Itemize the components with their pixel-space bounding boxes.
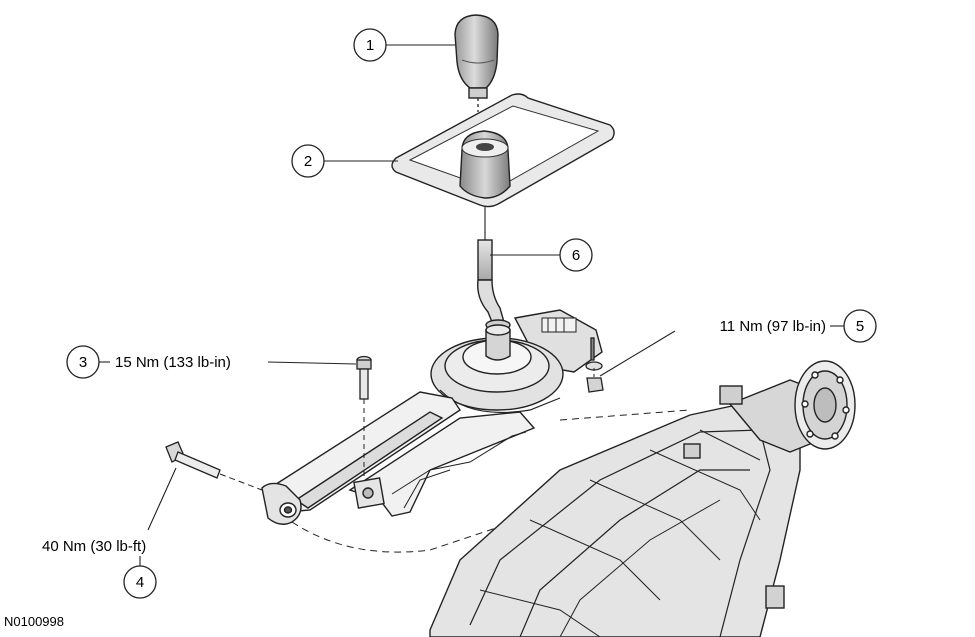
- callout-5: 11 Nm (97 lb-in) 5: [599, 309, 877, 377]
- shift-lever: [477, 239, 511, 331]
- callout-3-number: 3: [79, 354, 87, 371]
- transmission: [429, 360, 856, 637]
- callout-4-torque: 40 Nm (30 lb-ft): [42, 538, 146, 555]
- shift-knob: [454, 14, 499, 112]
- callout-3-torque: 15 Nm (133 lb-in): [115, 354, 231, 371]
- callout-2-number: 2: [304, 153, 312, 170]
- bolt-item-3: [356, 355, 372, 480]
- alignment-line: [291, 409, 691, 553]
- bolt-item-4: [165, 441, 263, 491]
- nut-item-5: [585, 337, 604, 393]
- shifter-base: [430, 309, 603, 414]
- callout-6-number: 6: [572, 247, 580, 264]
- callout-6: 6: [490, 238, 593, 272]
- callout-4: 40 Nm (30 lb-ft) 4: [42, 467, 177, 599]
- callout-1: 1: [353, 28, 455, 62]
- shift-boot-and-bezel: [391, 93, 615, 240]
- figure-id: N0100998: [4, 614, 64, 629]
- callout-5-torque: 11 Nm (97 lb-in): [720, 318, 826, 335]
- callout-5-number: 5: [856, 318, 864, 335]
- callout-4-number: 4: [136, 574, 144, 591]
- callout-1-number: 1: [366, 37, 374, 54]
- callout-2: 2: [291, 144, 398, 178]
- callout-3: 3 15 Nm (133 lb-in): [66, 345, 357, 379]
- shifter-support-bracket: [261, 391, 536, 525]
